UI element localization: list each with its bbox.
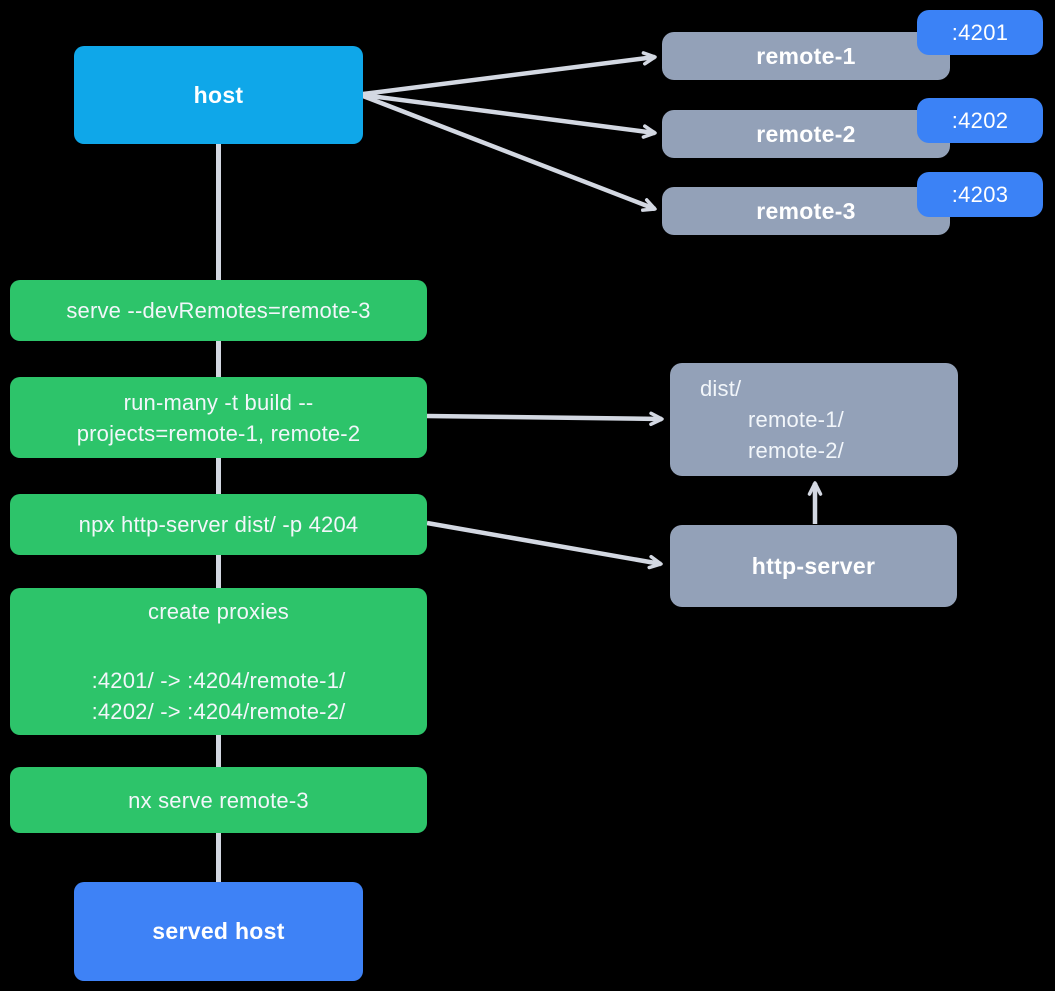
dist-remote-1-line: remote-1/ [748,407,844,432]
served-host-label: served host [152,918,285,944]
port-4202-label: :4202 [951,107,1009,133]
step-nx-serve-label: nx serve remote-3 [128,787,309,813]
arrow-npx-to-http-server [426,520,663,570]
step-run-many-build: run-many -t build -- projects=remote-1, … [10,377,427,458]
step-create-proxies: create proxies :4201/ -> :4204/remote-1/… [10,588,427,735]
remote-2-label: remote-2 [756,120,856,147]
port-badge-4203: :4203 [917,172,1043,217]
remote-1-node: remote-1 [662,32,950,80]
port-4203-label: :4203 [951,181,1009,207]
port-4201-label: :4201 [951,19,1009,45]
remote-2-node: remote-2 [662,110,950,158]
dist-remote-2-line: remote-2/ [748,438,844,463]
remote-1-label: remote-1 [756,42,856,69]
arrow-run-many-to-dist [426,411,664,427]
step-run-many-line-1: run-many -t build -- [123,389,314,415]
create-proxies-title: create proxies [148,599,289,624]
step-serve-dev-remotes: serve --devRemotes=remote-3 [10,280,427,341]
remote-3-label: remote-3 [756,197,856,224]
step-run-many-line-2: projects=remote-1, remote-2 [76,420,361,446]
port-badge-4201: :4201 [917,10,1043,55]
host-node: host [74,46,363,144]
http-server-label: http-server [751,552,876,579]
step-nx-serve-remote-3: nx serve remote-3 [10,767,427,833]
served-host-node: served host [74,882,363,981]
proxy-mapping-4202: :4202/ -> :4204/remote-2/ [91,699,346,724]
remote-3-node: remote-3 [662,187,950,235]
arrow-host-to-remote-3 [362,93,657,212]
step-npx-label: npx http-server dist/ -p 4204 [78,512,359,537]
arrow-host-to-remote-2 [362,92,657,139]
http-server-node: http-server [670,525,957,607]
arrow-host-to-remote-1 [362,51,657,97]
port-badge-4202: :4202 [917,98,1043,143]
host-label: host [193,81,244,108]
dist-root-line: dist/ [700,376,742,401]
step-npx-http-server: npx http-server dist/ -p 4204 [10,494,427,555]
dist-folder-node: dist/ remote-1/ remote-2/ [670,363,958,476]
proxy-mapping-4201: :4201/ -> :4204/remote-1/ [91,668,346,693]
step-serve-label: serve --devRemotes=remote-3 [66,298,371,323]
